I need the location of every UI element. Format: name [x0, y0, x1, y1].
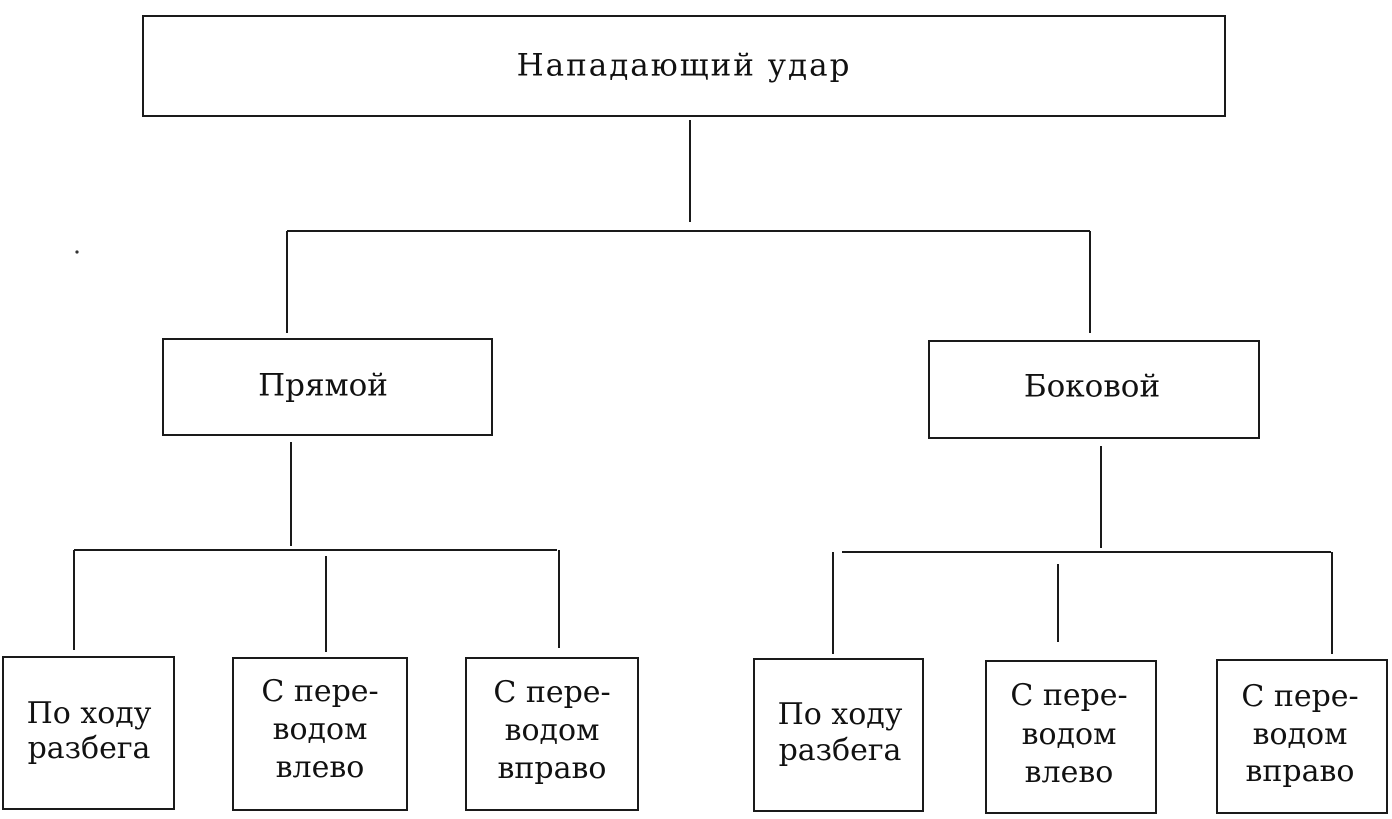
leaf-box — [753, 658, 924, 812]
leaf-line-3: вправо — [498, 751, 607, 786]
leaf-line-2: разбега — [28, 731, 151, 766]
leaf-box — [1216, 659, 1388, 814]
leaf-line-1: С пере- — [1010, 678, 1127, 713]
branch-side-connectors — [832, 446, 1333, 654]
leaf-line-1: По ходу — [778, 697, 903, 732]
leaf-box — [2, 656, 175, 810]
leaf-node-direct-1: По ходу разбега — [2, 656, 175, 810]
branch-label-side: Боковой — [1024, 369, 1160, 405]
leaf-node-side-3: С пере- водом вправо — [1216, 659, 1388, 814]
branch-label-direct: Прямой — [258, 368, 388, 404]
leaf-line-2: разбега — [779, 733, 902, 768]
branch-box-side — [928, 340, 1260, 439]
leaf-line-3: вправо — [1246, 754, 1355, 789]
leaf-line-3: влево — [276, 750, 365, 785]
branch-box-direct — [162, 338, 493, 436]
branch-node-direct: Прямой — [162, 338, 493, 436]
leaf-box — [465, 657, 639, 811]
leaf-node-side-1: По ходу разбега — [753, 658, 924, 812]
leaf-line-2: водом — [1253, 717, 1348, 752]
leaf-line-1: С пере- — [493, 675, 610, 710]
leaf-line-1: С пере- — [261, 674, 378, 709]
leaf-line-2: водом — [273, 712, 368, 747]
leaf-box — [232, 657, 408, 811]
leaf-line-2: водом — [1022, 717, 1117, 752]
leaf-node-direct-3: С пере- водом вправо — [465, 657, 639, 811]
leaf-line-1: По ходу — [27, 696, 152, 731]
root-connectors — [286, 120, 1091, 333]
leaf-line-3: влево — [1025, 755, 1114, 790]
leaf-line-2: водом — [505, 713, 600, 748]
leaf-node-direct-2: С пере- водом влево — [232, 657, 408, 811]
leaf-line-1: С пере- — [1241, 679, 1358, 714]
root-label: Нападающий удар — [517, 48, 852, 84]
leaf-node-side-2: С пере- водом влево — [985, 660, 1157, 814]
branch-node-side: Боковой — [928, 340, 1260, 439]
root-node: Нападающий удар — [142, 15, 1226, 117]
print-speck — [75, 250, 79, 254]
branch-direct-connectors — [73, 442, 560, 652]
leaf-box — [985, 660, 1157, 814]
root-box — [142, 15, 1226, 117]
